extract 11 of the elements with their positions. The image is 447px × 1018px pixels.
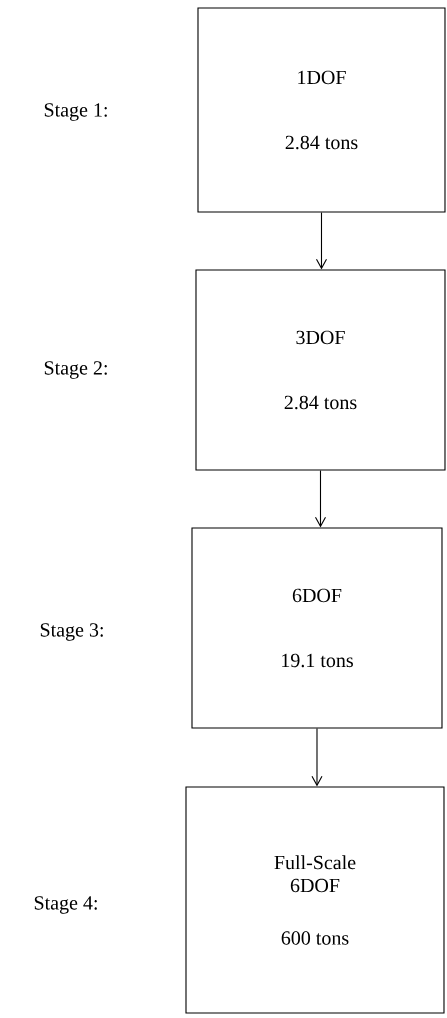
process-box: 6DOF 19.1 tons <box>191 527 443 729</box>
stage-label: Stage 4: <box>34 896 97 914</box>
stage-label: Stage 3: <box>40 623 103 641</box>
arrow <box>315 212 328 270</box>
arrow <box>314 470 327 528</box>
process-box: 3DOF 2.84 tons <box>195 269 446 471</box>
process-box: Full-Scale 6DOF 600 tons <box>185 786 445 1014</box>
process-box: 1DOF 2.84 tons <box>197 7 446 213</box>
stage-label: Stage 1: <box>44 103 107 121</box>
arrow <box>311 728 323 787</box>
stage-label: Stage 2: <box>44 361 107 379</box>
